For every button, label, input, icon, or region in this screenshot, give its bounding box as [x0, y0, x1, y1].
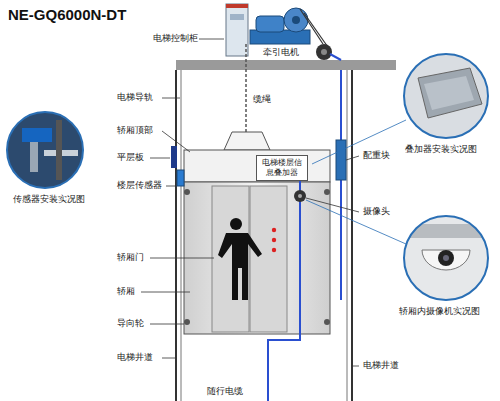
part-label: 导向轮: [116, 318, 145, 329]
control-cabinet: [226, 4, 248, 56]
part-label: 电梯导轨: [116, 92, 154, 103]
traction-motor: [250, 8, 332, 60]
overlay-box: 电梯楼层信息叠加器: [256, 155, 308, 181]
part-label: 传感器安装实况图: [12, 194, 86, 205]
leader-lines: [141, 39, 406, 366]
photo-sensor: [5, 110, 85, 190]
part-label: 摄像头: [362, 206, 391, 217]
part-label: 楼层传感器: [116, 180, 163, 191]
part-label: 电梯控制柜: [152, 33, 199, 44]
part-label: 电梯井道: [116, 352, 154, 363]
part-label: 牵引电机: [262, 47, 300, 58]
part-label: 配重块: [362, 150, 391, 161]
part-label: 随行电缆: [206, 386, 244, 397]
part-label: 轿厢内摄像机实况图: [398, 306, 481, 317]
part-label: 平层板: [116, 152, 145, 163]
photo-overlay: [400, 50, 492, 142]
photo-camera: [400, 212, 492, 304]
part-label: 叠加器安装实况图: [404, 144, 478, 155]
shaft: [176, 60, 396, 401]
counterweight: [336, 140, 346, 180]
part-label: 缆绳: [252, 94, 272, 105]
part-label: 轿厢顶部: [116, 125, 154, 136]
travelling-cable: [268, 180, 300, 401]
elevator-car: [184, 150, 330, 334]
part-label: 轿厢门: [116, 252, 145, 263]
diagram-title: NE-GQ6000N-DT: [8, 6, 126, 23]
node-text: 电梯楼层信息叠加器: [259, 158, 305, 178]
part-label: 轿厢: [116, 286, 136, 297]
part-label: 电梯井道: [362, 360, 400, 371]
floor-sensor: [171, 146, 184, 186]
camera: [294, 190, 306, 202]
